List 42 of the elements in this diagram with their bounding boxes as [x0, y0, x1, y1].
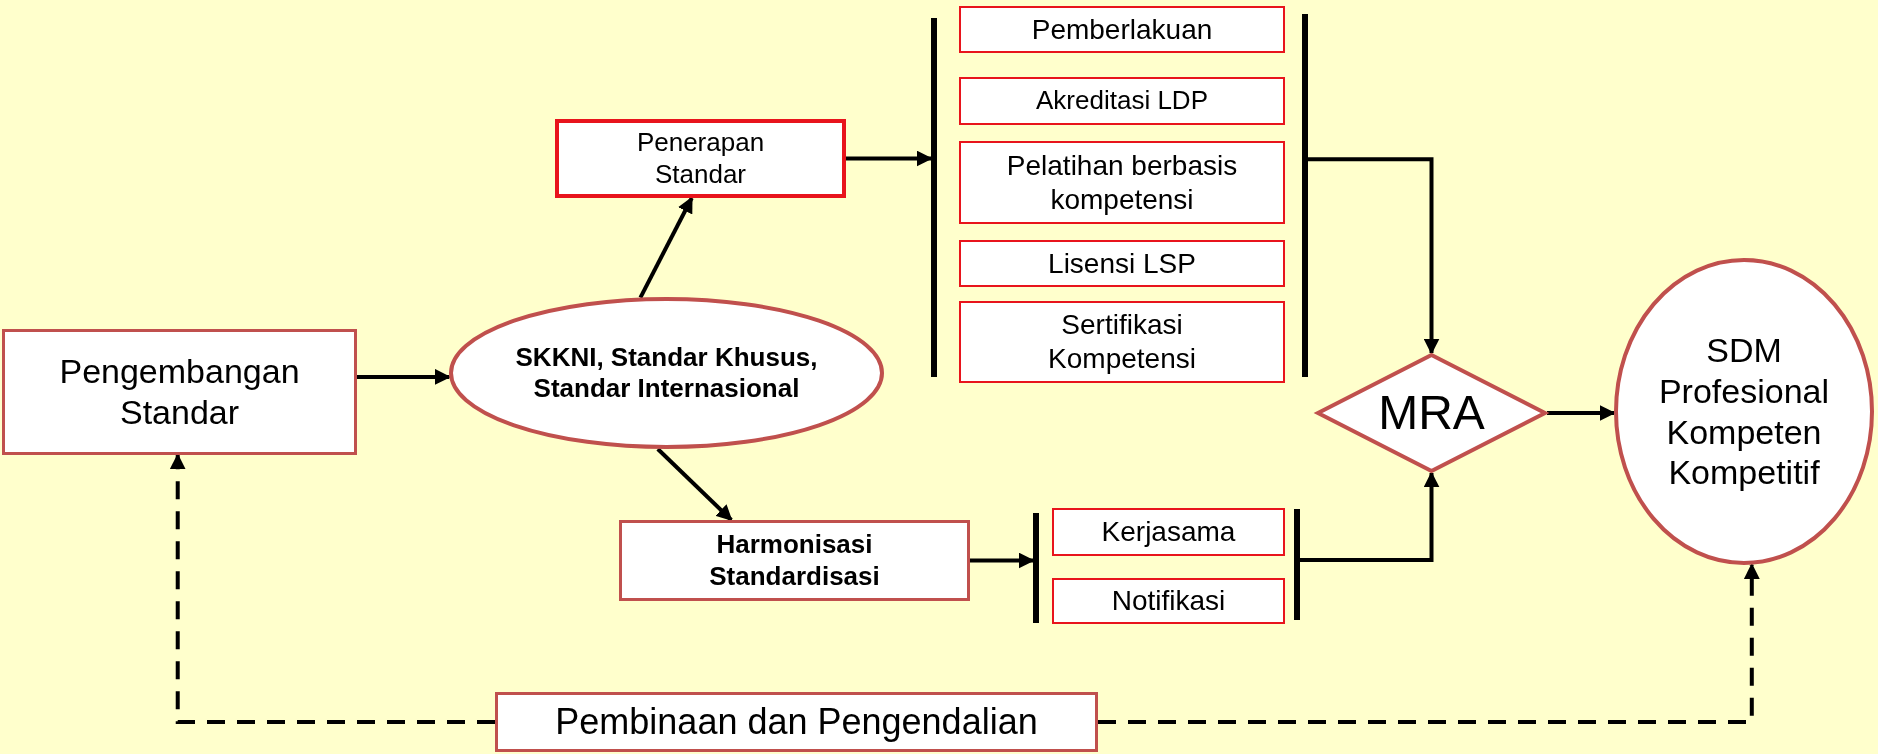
process-box [959, 141, 1285, 224]
arrow [638, 196, 694, 299]
arrow [1300, 471, 1440, 563]
bracket-bar [1294, 509, 1300, 620]
node-label: Pengembangan Standar [58, 351, 301, 433]
arrow [846, 150, 933, 167]
process-box [959, 240, 1285, 287]
arrow [357, 368, 451, 385]
node-label: SDM Profesional Kompeten Kompetitif [1657, 329, 1831, 494]
arrow [970, 552, 1035, 569]
bracket-bar [1033, 513, 1039, 623]
process-box [959, 77, 1285, 125]
arrow [1098, 563, 1760, 724]
bracket-bar [1302, 14, 1308, 377]
node-label: MRA [1378, 385, 1485, 442]
node-label: Sertifikasi Kompetensi [1047, 308, 1197, 376]
node-label: Pelatihan berbasis kompetensi [1005, 148, 1239, 217]
node-label: Kerjasama [1101, 515, 1236, 549]
process-box [555, 119, 846, 198]
process-box [1052, 578, 1285, 624]
process-box [1052, 508, 1285, 556]
node-label: Harmonisasi Standardisasi [708, 529, 881, 592]
node-label: Notifikasi [1111, 584, 1226, 618]
node-label: Pembinaan dan Pengendalian [555, 700, 1038, 744]
ellipse-node [449, 297, 884, 449]
arrow [1547, 405, 1616, 421]
node-label: Akreditasi LDP [1036, 85, 1208, 117]
node-label: Lisensi LSP [1048, 246, 1196, 281]
ellipse-node [1614, 258, 1874, 565]
arrow [169, 453, 495, 724]
process-box [959, 301, 1285, 383]
bracket-bar [931, 18, 937, 377]
arrow [656, 447, 733, 522]
arrow [1308, 157, 1440, 355]
process-box [2, 329, 357, 455]
decision-diamond [1316, 353, 1547, 473]
node-label: Penerapan Standar [635, 127, 766, 190]
node-label: Pemberlakuan [1031, 12, 1213, 47]
process-box [619, 520, 970, 601]
process-box [959, 6, 1285, 53]
process-box [495, 692, 1098, 752]
node-label: SKKNI, Standar Khusus, Standar Internasional [514, 341, 819, 405]
